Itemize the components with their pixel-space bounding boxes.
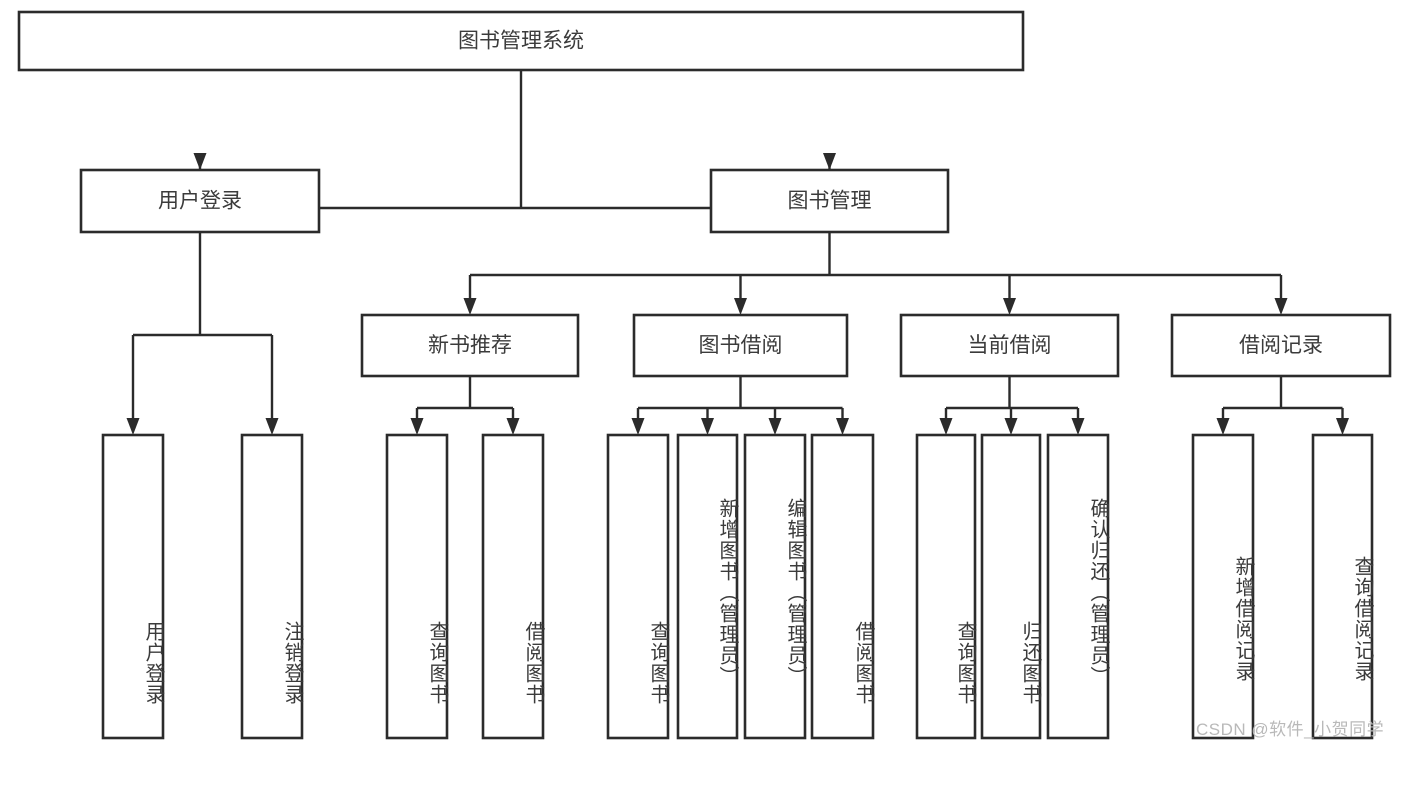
node-label: 图书管理 [788, 190, 872, 213]
arrow-head-current-borrow [1003, 298, 1016, 315]
node-box [1046, 433, 1110, 740]
node-box [915, 433, 977, 740]
arrow-head-book-borrow [734, 298, 747, 315]
arrow-head-borrow-record [1274, 298, 1288, 315]
arrow-head-leaf-query-book-borrow [631, 418, 645, 435]
node-box [606, 433, 670, 740]
connector-layer [126, 70, 1349, 435]
csdn-watermark: CSDN @软件_小贺同学 [1196, 720, 1385, 739]
node-user-login[interactable]: 用户登录 [79, 168, 321, 234]
node-leaf-user-login[interactable] [101, 433, 165, 740]
node-leaf-edit-book[interactable] [743, 433, 807, 740]
arrow-head-book-manage [823, 153, 836, 170]
node-root[interactable]: 图书管理系统 [17, 10, 1025, 72]
node-box [1191, 433, 1255, 740]
node-leaf-query-book-rec[interactable] [385, 433, 449, 740]
arrow-head-leaf-return-book [1004, 418, 1018, 435]
node-box [743, 433, 807, 740]
arrow-head-leaf-query-book-cur [939, 418, 953, 435]
node-book-borrow[interactable]: 图书借阅 [632, 313, 849, 378]
node-box [79, 168, 321, 234]
node-leaf-query-book-cur[interactable] [915, 433, 977, 740]
node-box [385, 433, 449, 740]
node-box [240, 433, 304, 740]
node-leaf-add-record[interactable] [1191, 433, 1255, 740]
node-leaf-add-book[interactable] [676, 433, 739, 740]
arrow-head-leaf-query-record [1336, 418, 1349, 435]
node-leaf-borrow-book[interactable] [810, 433, 875, 740]
node-box [481, 433, 545, 740]
node-leaf-confirm-return[interactable] [1046, 433, 1110, 740]
arrow-head-leaf-add-record [1216, 418, 1230, 435]
node-box [632, 313, 849, 378]
flowchart-canvas: 图书管理系统用户登录图书管理新书推荐图书借阅当前借阅借阅记录 用户登录注销登录查… [17, 10, 1392, 740]
node-borrow-record[interactable]: 借阅记录 [1170, 313, 1392, 378]
node-leaf-borrow-book-rec[interactable] [481, 433, 545, 740]
arrow-head-leaf-logout [265, 418, 279, 435]
node-leaf-query-record[interactable] [1311, 433, 1374, 740]
node-new-book-recommend[interactable]: 新书推荐 [360, 313, 580, 378]
node-label: 图书管理系统 [458, 30, 584, 53]
arrow-head-leaf-edit-book [768, 418, 782, 435]
node-box [899, 313, 1120, 378]
node-book-manage[interactable]: 图书管理 [709, 168, 950, 234]
node-box [676, 433, 739, 740]
node-box [980, 433, 1042, 740]
node-box [1311, 433, 1374, 740]
node-box [17, 10, 1025, 72]
node-leaf-query-book-borrow[interactable] [606, 433, 670, 740]
arrow-head-new-book-recommend [463, 298, 477, 315]
node-current-borrow[interactable]: 当前借阅 [899, 313, 1120, 378]
node-box [101, 433, 165, 740]
node-label: 借阅记录 [1239, 334, 1323, 357]
arrow-head-leaf-user-login [126, 418, 140, 435]
arrow-head-leaf-borrow-book-rec [506, 418, 520, 435]
node-box [1170, 313, 1392, 378]
arrow-head-user-login [193, 153, 207, 170]
node-label: 新书推荐 [428, 334, 512, 357]
node-box [360, 313, 580, 378]
node-label: 当前借阅 [968, 334, 1052, 357]
arrow-head-leaf-query-book-rec [410, 418, 424, 435]
node-leaf-return-book[interactable] [980, 433, 1042, 740]
node-box [709, 168, 950, 234]
arrow-head-leaf-confirm-return [1071, 418, 1085, 435]
arrow-head-leaf-add-book [701, 418, 714, 435]
arrow-head-leaf-borrow-book [836, 418, 849, 435]
node-label: 图书借阅 [699, 334, 783, 357]
node-box [810, 433, 875, 740]
node-leaf-logout[interactable] [240, 433, 304, 740]
node-label: 用户登录 [158, 190, 242, 213]
